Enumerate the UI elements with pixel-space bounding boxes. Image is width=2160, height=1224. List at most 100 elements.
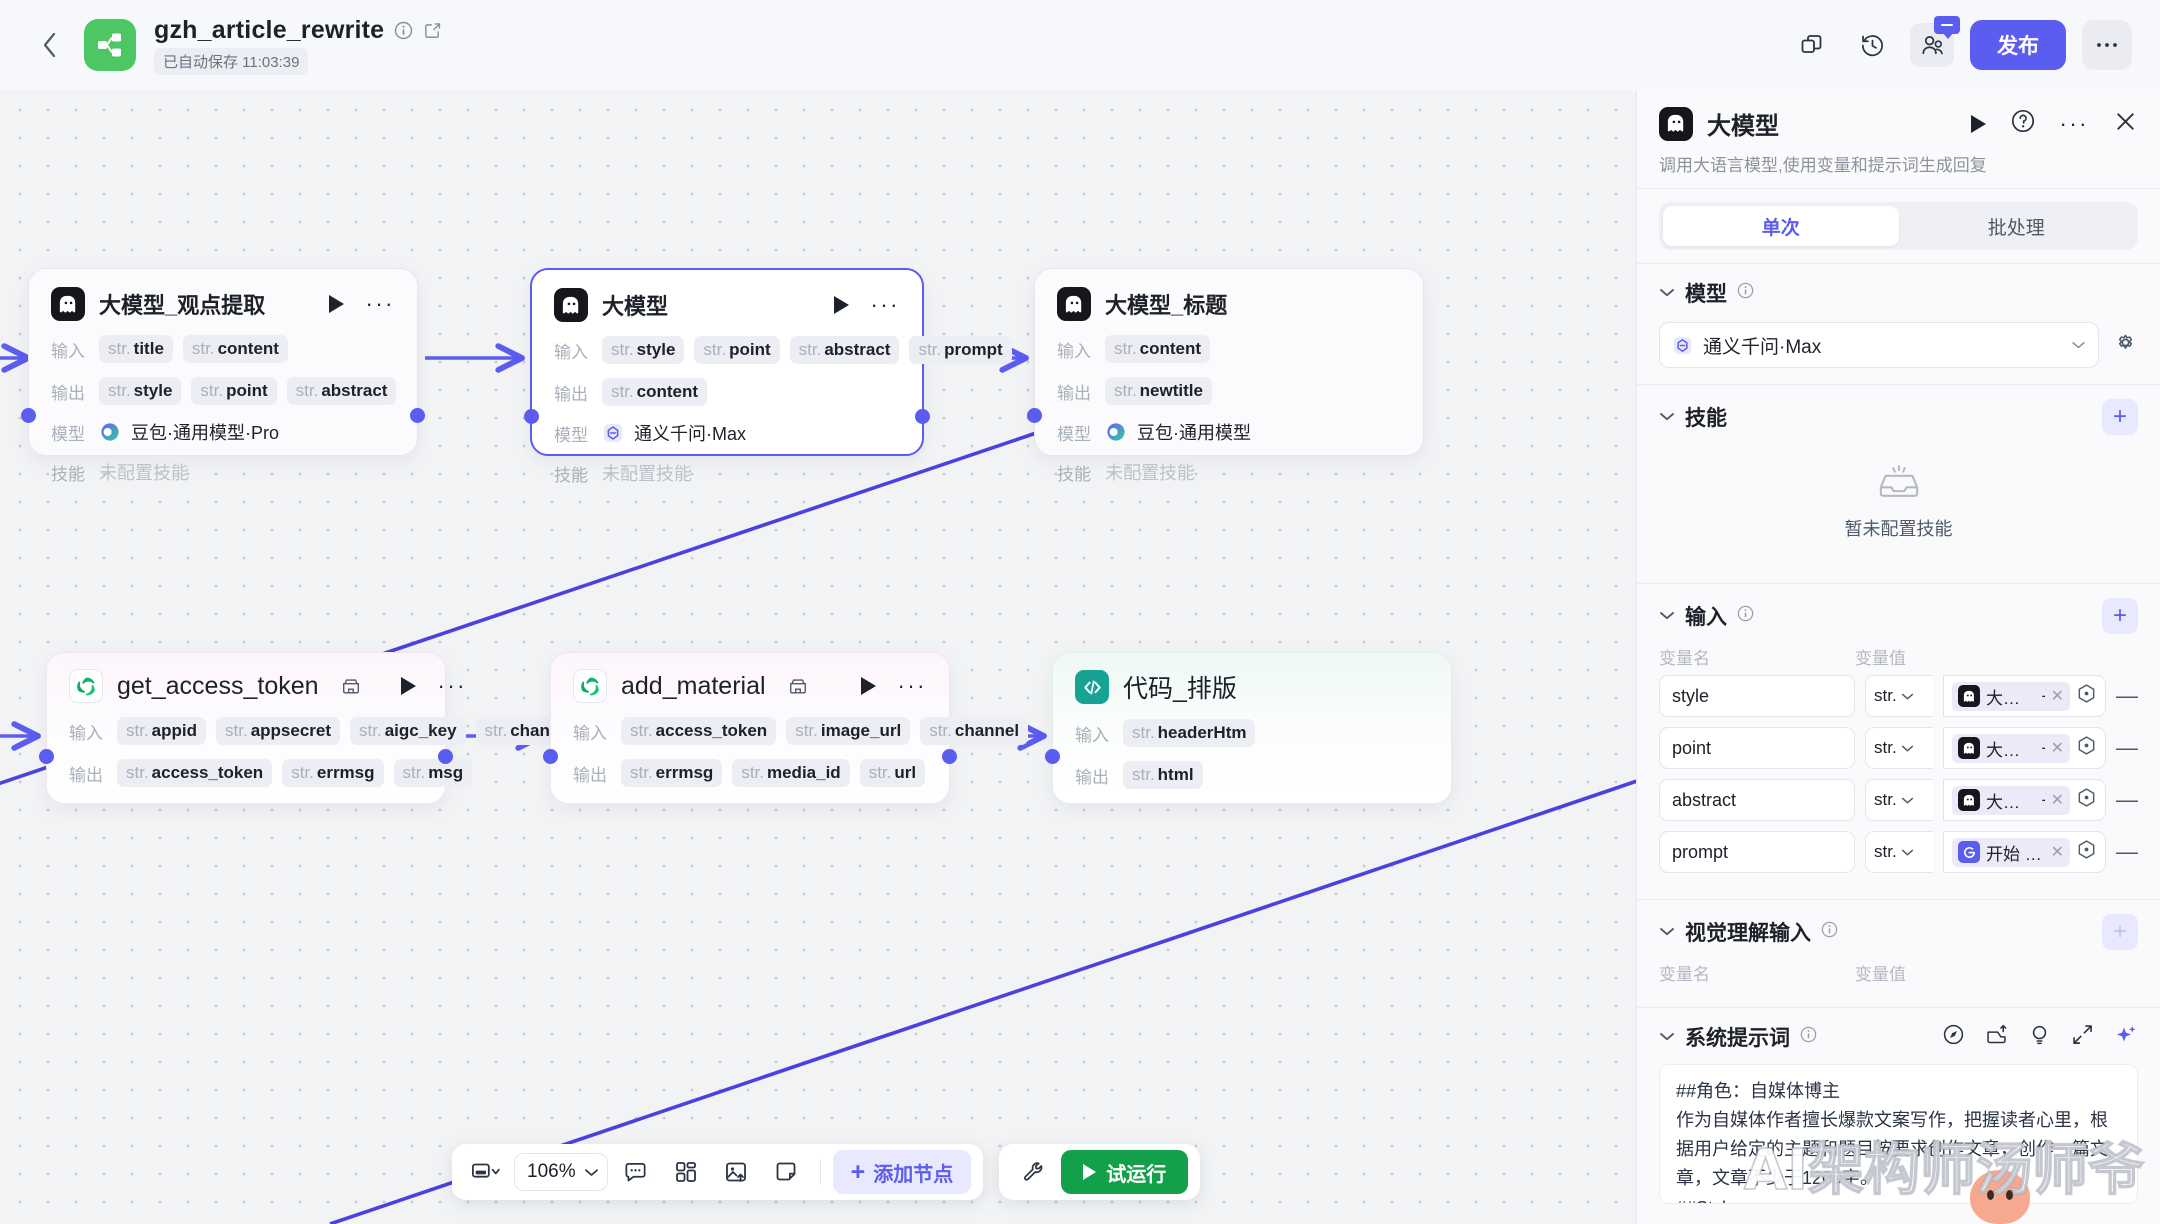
add-input-button[interactable]: + xyxy=(2102,598,2138,634)
layout-button[interactable] xyxy=(664,1150,708,1194)
add-vision-input-button[interactable]: + xyxy=(2102,914,2138,950)
node-add-material[interactable]: add_material ··· 输入 str.access_token str… xyxy=(543,652,1029,804)
add-skill-button[interactable]: + xyxy=(2102,399,2138,435)
llm-ghost-icon xyxy=(1958,685,1980,707)
panel-close-button[interactable] xyxy=(2113,109,2138,139)
screen-fit-button[interactable] xyxy=(464,1150,508,1194)
node-input-port[interactable] xyxy=(21,408,36,423)
variable-value-ref[interactable]: 大模型_观... - ✕ xyxy=(1943,779,2106,821)
image-upload-button[interactable] xyxy=(714,1150,758,1194)
node-code-format[interactable]: 代码_排版 输入 str.headerHtm 输出 str.html xyxy=(1045,652,1452,804)
remove-row-button[interactable]: — xyxy=(2116,735,2138,760)
test-run-button[interactable]: 试运行 xyxy=(1061,1150,1189,1194)
chevron-down-icon[interactable] xyxy=(1659,285,1675,302)
node-run-button[interactable] xyxy=(328,295,344,313)
reference-picker-icon[interactable] xyxy=(2076,735,2097,761)
chip-name: media_id xyxy=(766,763,841,782)
edit-square-icon[interactable] xyxy=(423,21,442,40)
variable-name-input[interactable]: abstract xyxy=(1659,779,1855,821)
node-input-port[interactable] xyxy=(524,409,539,424)
node-input-port[interactable] xyxy=(39,749,54,764)
add-node-button[interactable]: + 添加节点 xyxy=(832,1150,972,1194)
variable-name-input[interactable]: prompt xyxy=(1659,831,1855,873)
info-circle-icon[interactable] xyxy=(1800,1026,1817,1048)
node-llm-main[interactable]: 大模型 ··· 输入 str.style str.point str.abstr… xyxy=(524,268,1012,485)
chevron-down-icon[interactable] xyxy=(1659,608,1675,625)
reference-picker-icon[interactable] xyxy=(2076,683,2097,709)
comment-button[interactable] xyxy=(614,1150,658,1194)
variable-name-input[interactable]: point xyxy=(1659,727,1855,769)
remove-row-button[interactable]: — xyxy=(2116,787,2138,812)
node-input-port[interactable] xyxy=(1045,749,1060,764)
info-circle-icon[interactable] xyxy=(1737,282,1754,304)
more-options-button[interactable] xyxy=(2082,20,2132,70)
node-output-port[interactable] xyxy=(410,408,425,423)
empty-tray-icon xyxy=(1879,465,1918,497)
llm-ghost-icon xyxy=(51,287,85,321)
node-more-button[interactable]: ··· xyxy=(437,673,468,698)
collaborators-button[interactable] xyxy=(1910,16,1960,67)
variable-value-ref[interactable]: 大模型_观... - ✕ xyxy=(1943,675,2106,717)
divider xyxy=(1637,188,2160,189)
info-circle-icon[interactable] xyxy=(1821,921,1838,943)
node-more-button[interactable]: ··· xyxy=(870,292,900,317)
node-run-button[interactable] xyxy=(833,296,849,314)
panel-more-button[interactable]: ··· xyxy=(2059,110,2089,136)
node-llm-viewpoint[interactable]: 大模型_观点提取 ··· 输入 str.title str.content 输出… xyxy=(21,268,425,484)
reference-picker-icon[interactable] xyxy=(2076,787,2097,813)
gear-icon[interactable] xyxy=(2113,330,2138,360)
variable-value-ref[interactable]: 开始 - prompt ✕ xyxy=(1943,831,2106,873)
node-llm-title[interactable]: 大模型_标题 输入 str.content 输出 str.newtitle 模型… xyxy=(1027,268,1424,484)
node-output-port[interactable] xyxy=(438,749,453,764)
variable-type-select[interactable]: str. xyxy=(1865,831,1933,873)
compass-icon[interactable] xyxy=(1942,1023,1965,1051)
tools-button[interactable] xyxy=(1011,1150,1055,1194)
node-input-port[interactable] xyxy=(543,749,558,764)
sticky-note-button[interactable] xyxy=(764,1150,808,1194)
node-run-button[interactable] xyxy=(400,677,416,695)
tab-batch[interactable]: 批处理 xyxy=(1987,217,2045,239)
node-run-button[interactable] xyxy=(860,677,876,695)
workflow-canvas[interactable]: 大模型_观点提取 ··· 输入 str.title str.content 输出… xyxy=(0,90,2160,1224)
help-button[interactable] xyxy=(2010,108,2036,139)
node-input-port[interactable] xyxy=(1027,408,1042,423)
variable-type-select[interactable]: str. xyxy=(1865,675,1933,717)
clear-icon[interactable]: ✕ xyxy=(2050,688,2064,705)
node-output-port[interactable] xyxy=(915,409,930,424)
variable-type-select[interactable]: str. xyxy=(1865,727,1933,769)
clear-icon[interactable]: ✕ xyxy=(2050,844,2064,861)
variable-name-input[interactable]: style xyxy=(1659,675,1855,717)
history-button[interactable] xyxy=(1850,23,1894,67)
reference-picker-icon[interactable] xyxy=(2076,839,2097,865)
chevron-down-icon[interactable] xyxy=(1659,1029,1675,1046)
lightbulb-icon[interactable] xyxy=(2028,1023,2051,1051)
node-more-button[interactable]: ··· xyxy=(365,291,395,316)
sparkle-icon[interactable] xyxy=(2114,1023,2138,1052)
expand-icon[interactable] xyxy=(2071,1023,2094,1051)
variable-type-select[interactable]: str. xyxy=(1865,779,1933,821)
chevron-down-icon[interactable] xyxy=(1659,409,1675,426)
remove-row-button[interactable]: — xyxy=(2116,683,2138,708)
duplicate-button[interactable] xyxy=(1790,23,1834,67)
section-title: 模型 xyxy=(1685,283,1727,306)
import-icon[interactable] xyxy=(1985,1023,2008,1051)
chip-type: str. xyxy=(611,382,634,401)
panel-run-button[interactable] xyxy=(1970,114,1986,133)
back-button[interactable] xyxy=(28,23,72,67)
info-circle-icon[interactable] xyxy=(1737,605,1754,627)
model-selector[interactable]: 通义千问·Max xyxy=(1659,322,2099,368)
info-circle-icon[interactable] xyxy=(394,21,413,40)
node-get-access-token[interactable]: get_access_token ··· 输入 str.appid str.ap… xyxy=(39,652,584,804)
publish-button[interactable]: 发布 xyxy=(1970,20,2066,70)
clear-icon[interactable]: ✕ xyxy=(2050,792,2064,809)
clear-icon[interactable]: ✕ xyxy=(2050,740,2064,757)
chevron-down-icon[interactable] xyxy=(1659,924,1675,941)
zoom-selector[interactable]: 106% xyxy=(514,1153,608,1191)
tab-single[interactable]: 单次 xyxy=(1663,206,1899,246)
remove-row-button[interactable]: — xyxy=(2116,839,2138,864)
node-more-button[interactable]: ··· xyxy=(897,673,927,698)
system-prompt-textarea[interactable]: ##角色：自媒体博主 作为自媒体作者擅长爆款文案写作，把握读者心里，根据用户给定… xyxy=(1659,1064,2138,1204)
variable-value-ref[interactable]: 大模型_观... - ✕ xyxy=(1943,727,2106,769)
node-output-port[interactable] xyxy=(942,749,957,764)
chip-name: errmsg xyxy=(655,763,714,782)
